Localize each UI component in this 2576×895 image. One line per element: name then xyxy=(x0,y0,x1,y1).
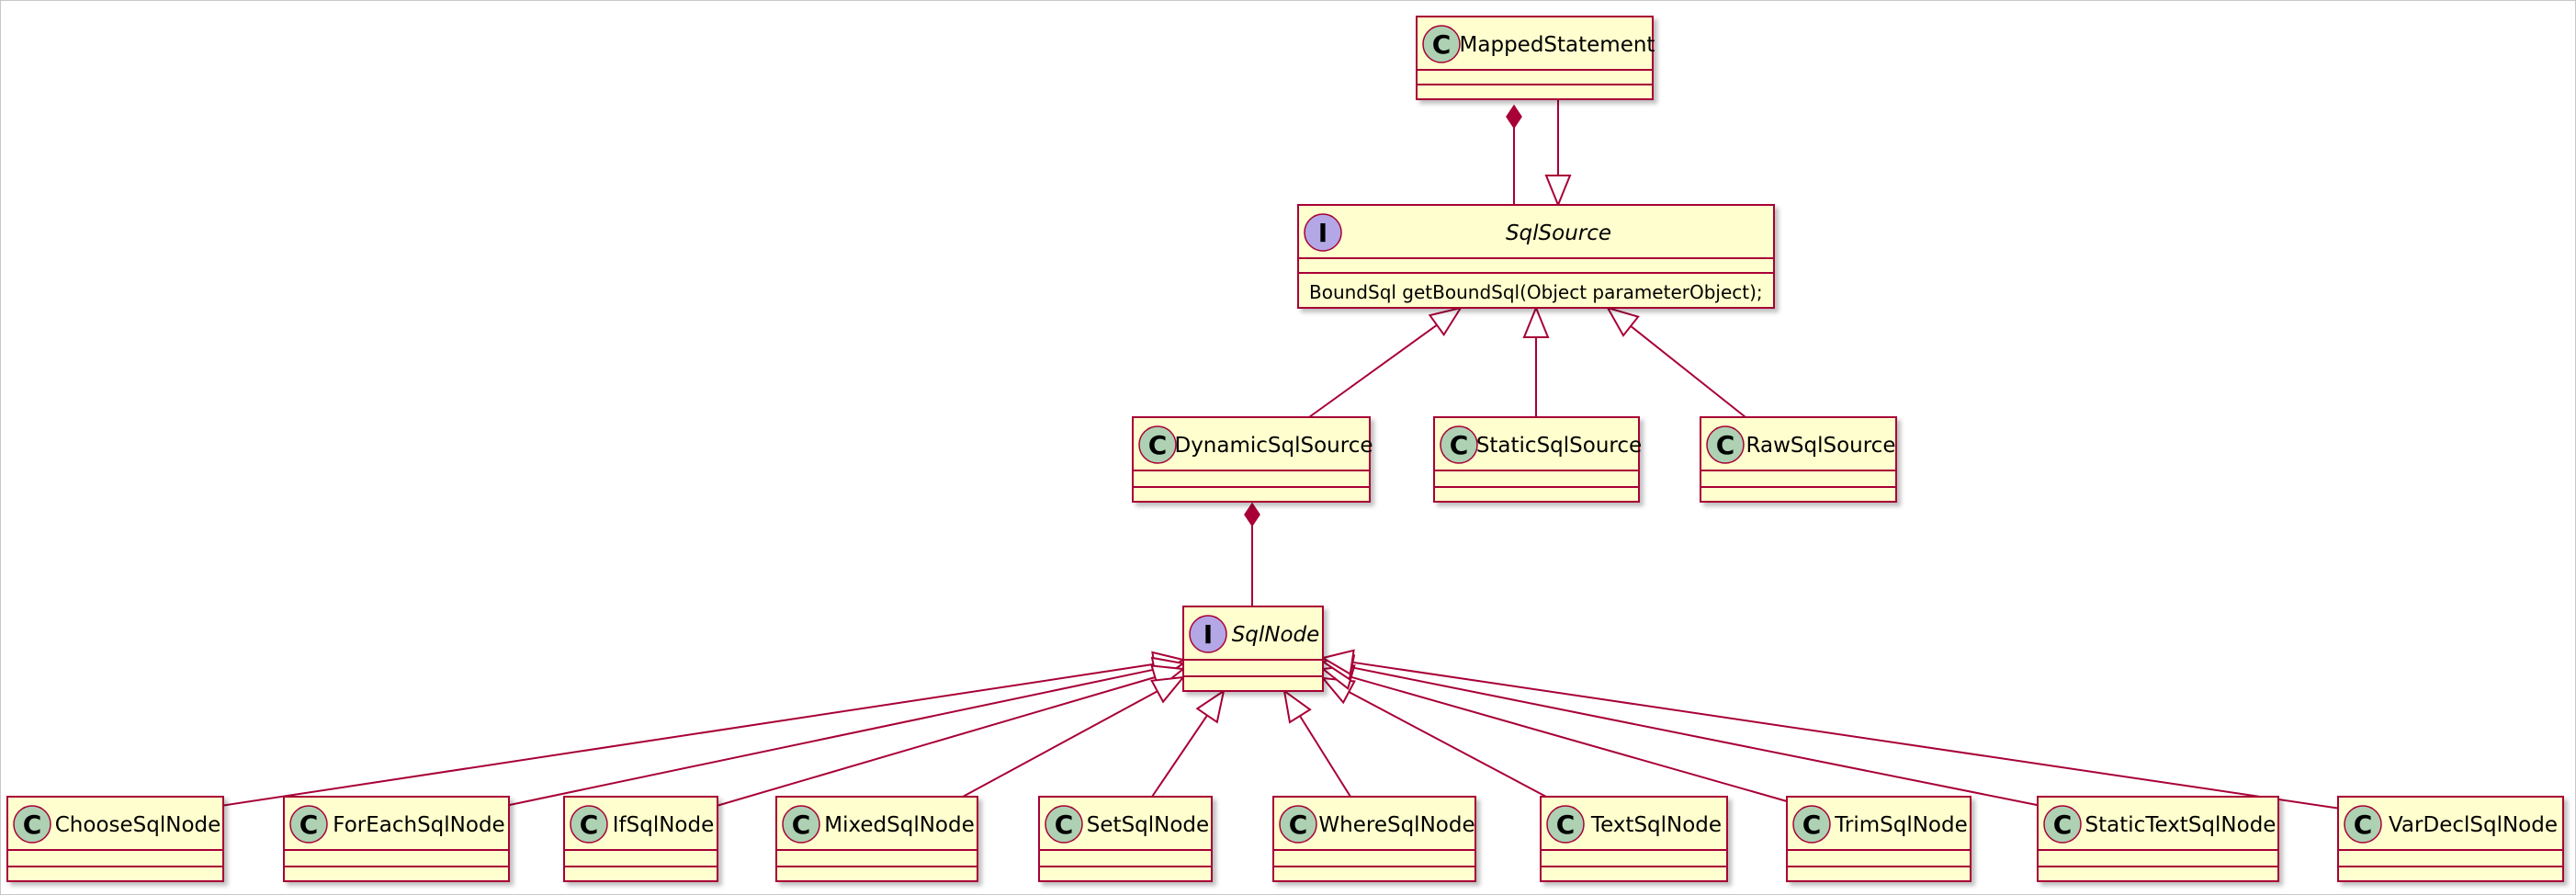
class-badge-icon xyxy=(1440,425,1478,464)
inheritance-arrowhead xyxy=(1544,175,1572,208)
class-name: TrimSqlNode xyxy=(1834,813,1968,837)
interface-badge-icon xyxy=(1304,213,1342,252)
class-badge-icon xyxy=(1422,25,1461,63)
class-mapped-statement[interactable]: C MappedStatement xyxy=(1416,16,1655,100)
stereotype-letter: C xyxy=(1716,430,1735,460)
inheritance-arrowhead xyxy=(1320,649,1355,676)
class-where-sql-node[interactable]: C WhereSqlNode xyxy=(1272,796,1476,882)
stereotype-letter: I xyxy=(1318,218,1328,248)
class-badge-icon xyxy=(1045,805,1083,844)
class-name: SqlSource xyxy=(1506,221,1611,245)
class-badge-icon xyxy=(1138,425,1177,464)
class-var-decl-sql-node[interactable]: C VarDeclSqlNode xyxy=(2337,796,2564,882)
inheritance-static-sql-source-to-sql-source xyxy=(1522,305,1550,417)
inheritance-arrowhead xyxy=(1195,688,1226,724)
class-badge-icon xyxy=(13,805,51,844)
stereotype-letter: I xyxy=(1203,619,1213,650)
inheritance-raw-sql-source-to-sql-source xyxy=(1605,306,1746,418)
stereotype-letter: C xyxy=(1148,430,1168,460)
class-name: MappedStatement xyxy=(1460,33,1655,57)
class-choose-sql-node[interactable]: C ChooseSqlNode xyxy=(6,796,224,882)
inheritance-arrowhead xyxy=(1150,675,1186,704)
class-name: StaticTextSqlNode xyxy=(2085,813,2277,837)
stereotype-letter: C xyxy=(1289,810,1308,840)
inheritance-arrowhead xyxy=(1428,306,1463,337)
inheritance-dynamic-sql-source-to-sql-source xyxy=(1308,306,1463,418)
stereotype-letter: C xyxy=(2053,810,2073,840)
method-signature: BoundSql getBoundSql(Object parameterObj… xyxy=(1309,281,1763,303)
class-name: MixedSqlNode xyxy=(824,813,975,837)
class-name: VarDeclSqlNode xyxy=(2389,813,2558,837)
inheritance-arrowhead xyxy=(1282,688,1312,724)
stereotype-letter: C xyxy=(1450,430,1469,460)
class-name: IfSqlNode xyxy=(613,813,715,837)
inheritance-mapped-statement-to-sql-source xyxy=(1544,99,1572,208)
relations-layer xyxy=(220,99,2342,810)
inheritance-var-decl-sql-node-to-sql-node xyxy=(1320,649,2342,810)
class-if-sql-node[interactable]: C IfSqlNode xyxy=(563,796,718,882)
class-name: StaticSqlSource xyxy=(1476,434,1642,458)
class-text-sql-node[interactable]: C TextSqlNode xyxy=(1540,796,1728,882)
stereotype-letter: C xyxy=(23,810,42,840)
class-badge-icon xyxy=(1706,425,1745,464)
stereotype-letter: C xyxy=(2354,810,2373,840)
stereotype-letter: C xyxy=(1432,29,1452,60)
class-badge-icon xyxy=(1546,805,1585,844)
stereotype-letter: C xyxy=(792,810,811,840)
class-static-sql-source[interactable]: C StaticSqlSource xyxy=(1433,416,1642,503)
class-name: WhereSqlNode xyxy=(1318,813,1474,837)
class-raw-sql-source[interactable]: C RawSqlSource xyxy=(1700,416,1897,503)
class-badge-icon xyxy=(1279,805,1317,844)
class-badge-icon xyxy=(570,805,608,844)
class-name: RawSqlSource xyxy=(1746,434,1896,458)
stereotype-letter: C xyxy=(1055,810,1074,840)
class-mixed-sql-node[interactable]: C MixedSqlNode xyxy=(775,796,978,882)
class-name: ChooseSqlNode xyxy=(55,813,221,837)
class-badge-icon xyxy=(289,805,328,844)
class-name: DynamicSqlSource xyxy=(1174,434,1373,458)
class-name: SqlNode xyxy=(1232,623,1320,647)
class-trim-sql-node[interactable]: C TrimSqlNode xyxy=(1786,796,1972,882)
inheritance-set-sql-node-to-sql-node xyxy=(1151,688,1226,798)
interface-sql-node[interactable]: I SqlNode xyxy=(1182,606,1324,692)
composition-mapped-statement-to-sql-source xyxy=(1506,104,1522,205)
class-for-each-sql-node[interactable]: C ForEachSqlNode xyxy=(283,796,510,882)
stereotype-letter: C xyxy=(299,810,319,840)
inheritance-where-sql-node-to-sql-node xyxy=(1282,688,1351,798)
class-name: ForEachSqlNode xyxy=(333,813,504,837)
inheritance-mixed-sql-node-to-sql-node xyxy=(962,675,1186,798)
class-name: SetSqlNode xyxy=(1087,813,1209,837)
class-static-text-sql-node[interactable]: C StaticTextSqlNode xyxy=(2037,796,2279,882)
class-badge-icon xyxy=(2043,805,2082,844)
class-badge-icon xyxy=(782,805,820,844)
class-badge-icon xyxy=(1792,805,1831,844)
interface-badge-icon xyxy=(1189,615,1227,653)
stereotype-letter: C xyxy=(1802,810,1822,840)
class-badge-icon xyxy=(2344,805,2382,844)
composition-dynamic-sql-source-to-sql-node xyxy=(1244,502,1260,606)
stereotype-letter: C xyxy=(580,810,599,840)
class-name: TextSqlNode xyxy=(1590,813,1722,837)
stereotype-letter: C xyxy=(1556,810,1576,840)
inheritance-arrowhead xyxy=(1605,306,1640,337)
inheritance-arrowhead xyxy=(1522,305,1550,338)
class-set-sql-node[interactable]: C SetSqlNode xyxy=(1038,796,1213,882)
